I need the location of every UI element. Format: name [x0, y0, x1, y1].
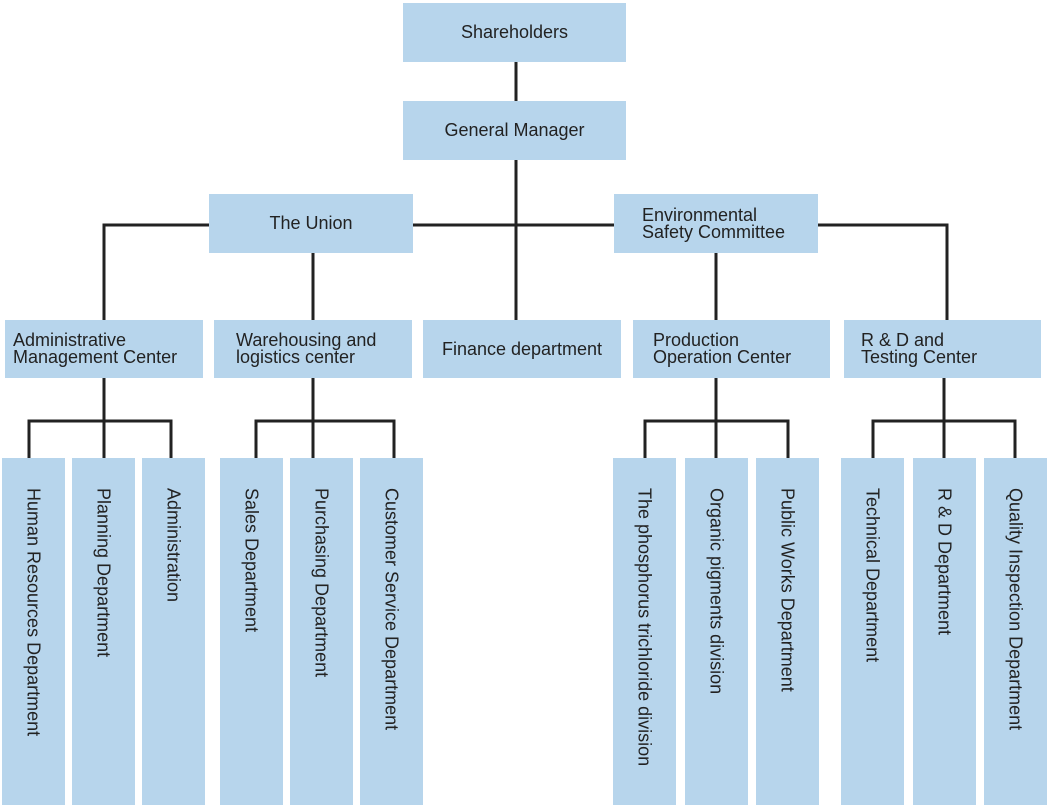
node-phosphorus-trichloride-division: The phosphorus trichloride division: [613, 458, 676, 805]
node-public-works-department: Public Works Department: [756, 458, 819, 805]
node-the-union: The Union: [209, 194, 413, 253]
connector-rd-bar: [871, 419, 1017, 458]
node-finance-department-label: Finance department: [441, 338, 603, 359]
node-environmental-safety-committee: Environmental Safety Committee: [614, 194, 818, 253]
node-quality-inspection-department: Quality Inspection Department: [984, 458, 1047, 805]
node-rd-department-label: R & D Department: [934, 488, 955, 636]
node-warehousing-logistics-center-label: Warehousing and logistics center: [236, 330, 377, 367]
node-organic-pigments-division-label: Organic pigments division: [706, 488, 727, 695]
node-rd-testing-center-label: R & D and Testing Center: [861, 330, 978, 367]
node-technical-department-label: Technical Department: [862, 488, 883, 663]
node-administrative-management-center: Administrative Management Center: [5, 320, 203, 378]
node-environmental-safety-committee-label: Environmental Safety Committee: [642, 204, 786, 242]
node-sales-department-label: Sales Department: [241, 488, 262, 633]
node-general-manager-label: General Manager: [444, 120, 585, 140]
node-customer-service-department-label: Customer Service Department: [381, 488, 402, 731]
node-technical-department: Technical Department: [841, 458, 904, 805]
node-production-operation-center-label: Production Operation Center: [653, 330, 792, 367]
node-sales-department: Sales Department: [220, 458, 283, 805]
node-planning-department-label: Planning Department: [93, 488, 114, 658]
node-purchasing-department: Purchasing Department: [290, 458, 353, 805]
node-administrative-management-center-label: Administrative Management Center: [13, 330, 178, 367]
node-organic-pigments-division: Organic pigments division: [685, 458, 748, 805]
node-shareholders: Shareholders: [403, 3, 626, 62]
connector-production-bar: [643, 419, 790, 458]
node-administration-label: Administration: [163, 488, 184, 603]
node-phosphorus-trichloride-division-label: The phosphorus trichloride division: [634, 488, 655, 767]
node-rd-testing-center: R & D and Testing Center: [844, 320, 1041, 378]
node-purchasing-department-label: Purchasing Department: [311, 488, 332, 678]
node-production-operation-center: Production Operation Center: [633, 320, 830, 378]
node-administration: Administration: [142, 458, 205, 805]
node-quality-inspection-department-label: Quality Inspection Department: [1005, 488, 1026, 731]
node-customer-service-department: Customer Service Department: [360, 458, 423, 805]
node-finance-department: Finance department: [423, 320, 621, 378]
node-general-manager: General Manager: [403, 101, 626, 160]
connector-warehousing-bar: [254, 419, 396, 458]
node-human-resources-department: Human Resources Department: [2, 458, 65, 805]
connector-admin-bar: [27, 419, 173, 458]
node-public-works-department-label: Public Works Department: [777, 488, 798, 692]
node-human-resources-department-label: Human Resources Department: [23, 488, 44, 737]
node-the-union-label: The Union: [269, 213, 353, 233]
node-planning-department: Planning Department: [72, 458, 135, 805]
node-warehousing-logistics-center: Warehousing and logistics center: [214, 320, 412, 378]
node-shareholders-label: Shareholders: [460, 22, 569, 42]
node-rd-department: R & D Department: [913, 458, 976, 805]
